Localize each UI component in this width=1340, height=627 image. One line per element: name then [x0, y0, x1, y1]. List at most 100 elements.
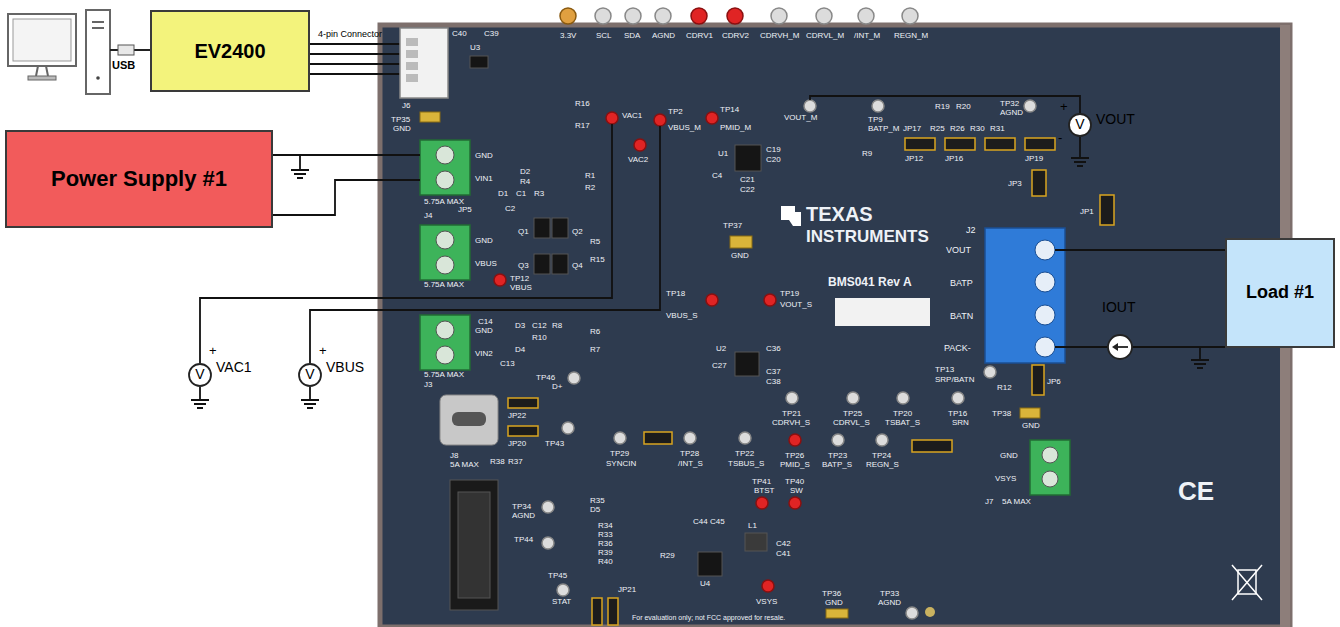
test-points-silver	[847, 392, 859, 404]
silkscreen-label: 5.75A MAX	[424, 371, 464, 379]
silkscreen-label: TP34	[512, 503, 531, 511]
silkscreen-label: C36	[766, 345, 781, 353]
silkscreen-label: TP25	[843, 410, 862, 418]
terminal-blocks	[436, 346, 454, 364]
silkscreen-label: C13	[500, 360, 515, 368]
silkscreen-label: 5.75A MAX	[424, 281, 464, 289]
terminal-blocks	[985, 228, 1065, 363]
four-pin-connector	[406, 62, 418, 70]
terminal-blocks	[1035, 337, 1055, 357]
annotation-label: +	[1060, 100, 1068, 113]
silkscreen-label: R37	[508, 458, 523, 466]
box-title: Load #1	[1246, 283, 1314, 303]
silkscreen-label: TP2	[668, 108, 683, 116]
silkscreen-label: C44	[693, 518, 708, 526]
terminal-blocks	[1042, 471, 1058, 487]
silkscreen-label: C22	[740, 186, 755, 194]
test-points-silver	[568, 372, 580, 384]
silkscreen-label: SCL	[596, 32, 612, 40]
test-points-silver	[557, 584, 569, 596]
silkscreen-label: VOUT_S	[780, 301, 812, 309]
silkscreen-label: R12	[997, 384, 1012, 392]
silkscreen-label: C20	[766, 156, 781, 164]
silkscreen-label: GND	[475, 237, 493, 245]
silkscreen-label: R34	[598, 522, 613, 530]
silkscreen-label: JP16	[945, 155, 963, 163]
silkscreen-label: R15	[590, 256, 605, 264]
computer-icon	[8, 14, 76, 66]
silkscreen-label: R16	[575, 100, 590, 108]
voltmeter-symbol: V	[1068, 113, 1092, 137]
annotation-label: +	[209, 344, 217, 357]
terminal-blocks	[436, 171, 454, 189]
silkscreen-label: C19	[766, 146, 781, 154]
silkscreen-label: U3	[470, 44, 480, 52]
silkscreen-label: VBUS_M	[668, 124, 701, 132]
silkscreen-label: REGN_S	[866, 461, 899, 469]
silkscreen-label: C42	[776, 540, 791, 548]
silkscreen-label: TP45	[548, 572, 567, 580]
silkscreen-label: R38	[490, 458, 505, 466]
test-points-red	[756, 497, 768, 509]
silkscreen-label: C4	[712, 172, 722, 180]
silkscreen-label: For evaluation only; not FCC approved fo…	[632, 614, 785, 621]
measurement-wires	[310, 126, 660, 363]
silkscreen-label: GND	[731, 252, 749, 260]
silkscreen-label: TP26	[785, 452, 804, 460]
silkscreen-label: BMS041 Rev A	[828, 276, 912, 288]
circuit-board	[380, 25, 1290, 627]
chips	[534, 254, 550, 274]
circuit-board	[835, 298, 930, 326]
terminal-blocks	[436, 321, 454, 339]
usb-c-connector	[440, 395, 498, 445]
silkscreen-label: PMID_S	[780, 461, 810, 469]
computer-icon	[28, 76, 56, 80]
silkscreen-label: J2	[966, 226, 976, 235]
silkscreen-label: C21	[740, 176, 755, 184]
silkscreen-label: INSTRUMENTS	[806, 228, 929, 245]
measurement-wires	[1079, 137, 1081, 158]
test-points-silver	[562, 422, 574, 434]
silkscreen-label: TEXAS	[806, 204, 873, 224]
jumpers	[985, 138, 1015, 150]
silkscreen-label: R7	[590, 346, 600, 354]
silkscreen-label: JP21	[618, 586, 636, 594]
test-points-silver	[739, 432, 751, 444]
silkscreen-label: TP38	[992, 410, 1011, 418]
silkscreen-label: D2	[520, 168, 530, 176]
silkscreen-label: SW	[790, 487, 803, 495]
test-points-silver	[872, 100, 884, 112]
silkscreen-label: TP23	[828, 452, 847, 460]
silkscreen-label: TP22	[735, 450, 754, 458]
jumpers	[1100, 195, 1114, 225]
jumpers	[508, 426, 538, 436]
silkscreen-label: TP40	[785, 478, 804, 486]
silkscreen-label: U2	[716, 345, 726, 353]
circuit-board	[1232, 565, 1262, 600]
silkscreen-label: STAT	[552, 598, 571, 606]
silkscreen-label: GND	[825, 599, 843, 607]
test-points-silver	[1024, 100, 1036, 112]
test-points-silver	[897, 392, 909, 404]
silkscreen-label: VOUT_M	[784, 114, 817, 122]
four-pin-connector	[406, 50, 418, 58]
ammeter-symbol	[1108, 335, 1132, 359]
chips	[735, 145, 761, 171]
meter-letter: V	[305, 367, 314, 382]
silkscreen-label: TP36	[822, 590, 841, 598]
silkscreen-label: R17	[575, 122, 590, 130]
silkscreen-label: JP19	[1025, 155, 1043, 163]
silkscreen-label: J8	[450, 452, 458, 460]
test-points-silver	[542, 8, 1036, 619]
silkscreen-label: D5	[590, 506, 600, 514]
four-pin-connector	[406, 38, 418, 46]
ground-pads	[730, 236, 752, 248]
silkscreen-label: BATP	[950, 279, 973, 288]
terminal-blocks	[1030, 440, 1070, 495]
test-points-red	[634, 139, 646, 151]
silkscreen-label: TP44	[514, 536, 533, 544]
measurement-wires	[273, 154, 420, 156]
silkscreen-label: PMID_M	[720, 124, 751, 132]
ammeter-symbol	[1108, 335, 1132, 359]
chips	[552, 218, 568, 238]
